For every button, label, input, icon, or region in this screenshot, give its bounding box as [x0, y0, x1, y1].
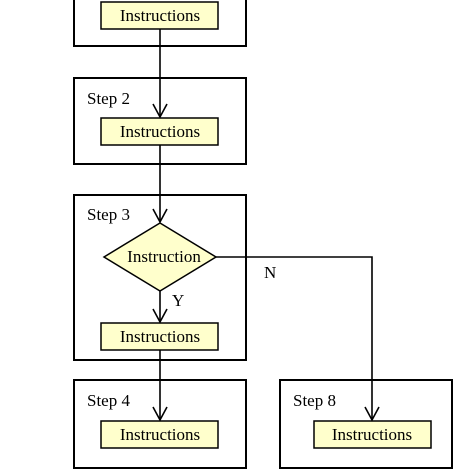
step-3-label: Step 3: [87, 205, 130, 224]
step-3-decision-text: Instruction: [127, 247, 201, 266]
step-3-instruction-text: Instructions: [120, 327, 200, 346]
step-1-instruction-text: Instructions: [120, 6, 200, 25]
step-2-instruction-text: Instructions: [120, 122, 200, 141]
step-4-instruction-text: Instructions: [120, 425, 200, 444]
no-branch-label: N: [264, 263, 276, 282]
step-1-instruction-box: [100, 1, 219, 30]
yes-branch-label: Y: [172, 291, 184, 310]
step-2-label: Step 2: [87, 89, 130, 108]
step-8-block: Step 8 Instructions: [279, 379, 453, 469]
arrowhead-step2: [152, 103, 168, 119]
arrowhead-decision: [152, 208, 168, 224]
step-8-instruction-box: [313, 420, 432, 449]
edge-decision-no: [216, 256, 373, 420]
step-8-label: Step 8: [293, 391, 336, 410]
arrowhead-step8: [364, 406, 380, 422]
arrowhead-step3-instruction: [152, 308, 168, 324]
edges: N: [152, 29, 380, 422]
arrowhead-step4: [152, 406, 168, 422]
step-4-instruction-box: [100, 420, 219, 449]
step-8-instruction-text: Instructions: [332, 425, 412, 444]
step-4-label: Step 4: [87, 391, 130, 410]
step-1-block: Instructions: [73, 0, 247, 47]
